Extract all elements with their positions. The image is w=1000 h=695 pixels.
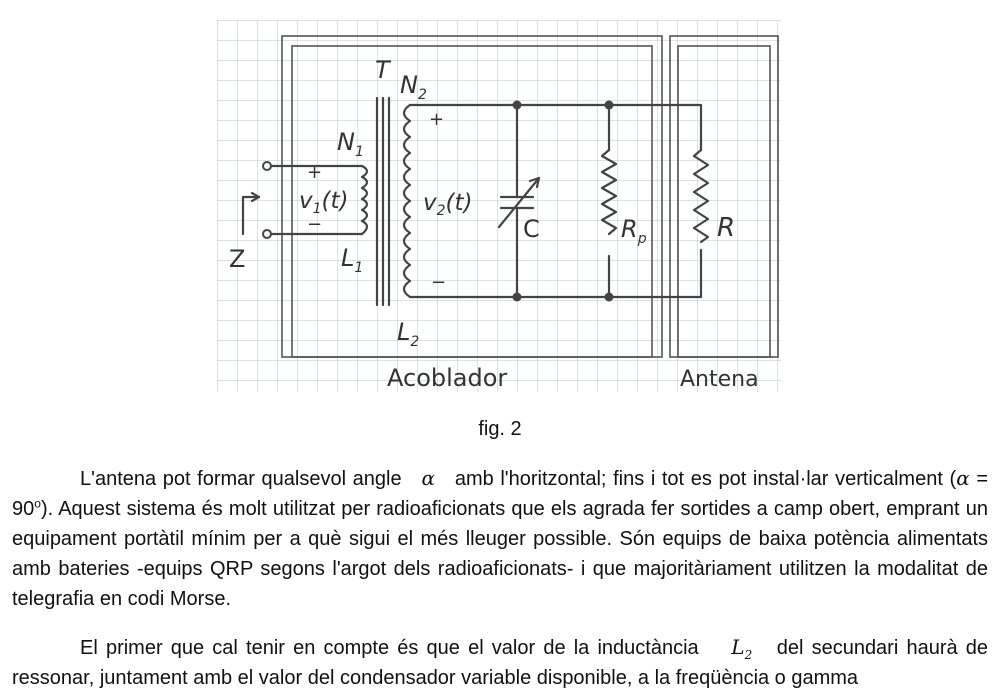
paragraph-1-text-b: amb l'horitzontal; fins i tot es pot ins… [454, 468, 957, 490]
v1-plus: + [307, 162, 322, 183]
top-rail [408, 103, 703, 152]
primary-coil [360, 164, 369, 236]
v2-minus: − [431, 272, 446, 293]
junction-dot [512, 292, 522, 302]
label-z: Z [229, 245, 245, 273]
paragraph-1-text-c: = 90 [12, 468, 988, 520]
impedance-arrow-head [250, 191, 261, 203]
bottom-rail [408, 248, 703, 299]
label-rp: Rp [621, 215, 647, 247]
label-r: R [717, 213, 735, 243]
paragraph-2-text-b: del secundari haurà de ressonar, juntame… [12, 637, 989, 689]
antenna-box-label: Antena [680, 367, 759, 392]
label-l1: L1 [341, 244, 363, 276]
input-terminal-top [262, 161, 272, 171]
paragraph-1-text-a: L'antena pot formar qualsevol angle [80, 468, 402, 490]
paragraph-1: L'antena pot formar qualsevol angle α am… [12, 463, 988, 614]
cap-arrow-head [528, 176, 541, 189]
v2-plus: + [429, 109, 444, 130]
v1-minus: − [307, 214, 322, 235]
junction-dot [604, 100, 614, 110]
graph-paper-grid [217, 20, 781, 392]
label-v2: v2(t) [423, 190, 473, 219]
paragraph-2-text-a: El primer que cal tenir en compte és que… [80, 637, 699, 659]
alpha-symbol: α [956, 466, 970, 490]
r-resistor [692, 148, 710, 244]
junction-dot [512, 100, 522, 110]
secondary-coil [402, 103, 412, 299]
impedance-arrow [241, 195, 261, 236]
cap-variable-arrow [497, 176, 541, 229]
figure-caption: fig. 2 [478, 418, 522, 440]
paragraph-1-text-d: ). Aquest sistema és molt utilitzat per … [12, 498, 988, 610]
inductance-symbol: L2 [731, 635, 753, 662]
label-n2: N2 [400, 71, 427, 103]
paragraph-2: El primer que cal tenir en compte és que… [12, 632, 988, 693]
input-terminal-bottom [262, 229, 272, 239]
coupler-box-inner [291, 45, 653, 358]
rp-resistor [600, 148, 618, 236]
alpha-symbol: α [421, 466, 435, 490]
antenna-box-inner [677, 45, 771, 358]
label-t: T [375, 56, 392, 84]
coupler-box-label: Acoblador [387, 364, 507, 392]
circuit-diagram: T N2 N1 + v1(t) − L1 + v2(t) − C Rp R Z … [217, 20, 781, 392]
label-c: C [523, 215, 540, 243]
junction-dot [604, 292, 614, 302]
label-n1: N1 [337, 128, 364, 160]
circuit-figure: T N2 N1 + v1(t) − L1 + v2(t) − C Rp R Z … [217, 20, 781, 392]
degree-superscript: o [34, 496, 41, 511]
label-l2: L2 [397, 318, 419, 350]
label-v1: v1(t) [299, 188, 349, 217]
